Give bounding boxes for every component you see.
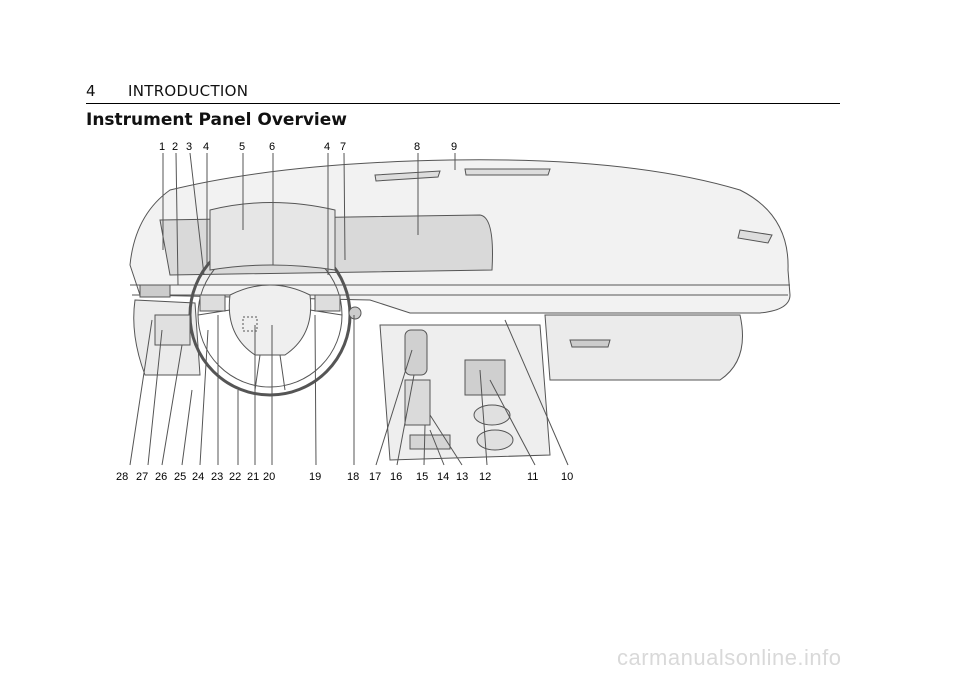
instrument-panel-diagram: 1 2 3 4 5 6 4 7 8 9 28 27 26 25 24 23 22… — [116, 141, 791, 483]
callout-top: 7 — [340, 141, 346, 153]
page-number: 4 — [86, 82, 96, 100]
callout-top: 1 — [159, 141, 165, 153]
callout-bottom: 19 — [309, 471, 321, 483]
steering-left-controls — [199, 294, 226, 312]
callout-top: 2 — [172, 141, 178, 153]
callout-bottom: 10 — [561, 471, 573, 483]
console-phone-tray — [464, 359, 506, 396]
callout-bottom: 27 — [136, 471, 148, 483]
callout-bottom: 25 — [174, 471, 186, 483]
side-vent-right — [737, 229, 773, 244]
steering-dashed-switch — [242, 316, 258, 332]
callout-bottom: 14 — [437, 471, 449, 483]
console-controls — [404, 379, 431, 426]
headlamp-controls — [139, 284, 171, 298]
callout-bottom: 20 — [263, 471, 275, 483]
steering-right-controls — [314, 294, 341, 312]
top-callouts: 1 2 3 4 5 6 4 7 8 9 — [159, 141, 457, 153]
callout-bottom: 11 — [527, 471, 538, 483]
cup-holder-2 — [476, 429, 514, 451]
start-button — [348, 306, 362, 320]
shifter — [404, 329, 428, 376]
callout-bottom: 17 — [369, 471, 381, 483]
callout-bottom: 15 — [416, 471, 428, 483]
chapter-title: INTRODUCTION — [128, 82, 249, 100]
callout-top: 5 — [239, 141, 245, 153]
callout-bottom: 12 — [479, 471, 491, 483]
glove-box — [544, 314, 743, 381]
callout-bottom: 28 — [116, 471, 128, 483]
callout-top: 4 — [203, 141, 209, 153]
section-title: Instrument Panel Overview — [86, 110, 347, 130]
steering-wheel-spokes — [197, 309, 343, 391]
callout-bottom: 16 — [390, 471, 402, 483]
callout-top: 8 — [414, 141, 420, 153]
page-header: 4 INTRODUCTION — [86, 82, 840, 104]
callout-top: 6 — [269, 141, 275, 153]
glove-box-handle — [569, 339, 611, 348]
callout-bottom: 13 — [456, 471, 468, 483]
bottom-callouts: 28 27 26 25 24 23 22 21 20 19 18 17 16 1… — [116, 471, 573, 483]
callout-bottom: 21 — [247, 471, 259, 483]
callout-top: 9 — [451, 141, 457, 153]
leader-lines-top — [162, 152, 456, 286]
callout-bottom: 18 — [347, 471, 359, 483]
callout-bottom: 22 — [229, 471, 241, 483]
console-lower-controls — [409, 434, 451, 450]
callout-bottom: 26 — [155, 471, 167, 483]
callout-bottom: 24 — [192, 471, 204, 483]
callout-bottom: 23 — [211, 471, 223, 483]
watermark-logo: carmanualsonline.info — [617, 645, 842, 670]
callout-top: 4 — [324, 141, 330, 153]
callout-top: 3 — [186, 141, 192, 153]
steering-wheel-hub — [228, 284, 312, 356]
header-rule — [86, 103, 840, 104]
left-switch-cluster — [154, 314, 191, 346]
leader-lines-bottom — [129, 314, 569, 466]
defrost-vent-right — [464, 168, 551, 176]
